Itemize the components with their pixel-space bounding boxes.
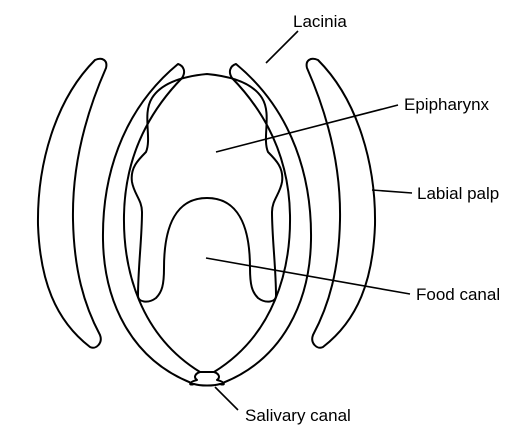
salivary-canal-leader	[215, 387, 238, 410]
lacinia-leader	[266, 31, 298, 63]
label-food-canal: Food canal	[416, 285, 500, 304]
label-labial-palp: Labial palp	[417, 184, 499, 203]
label-lacinia: Lacinia	[293, 12, 347, 31]
right-lacinia	[214, 64, 311, 385]
label-salivary-canal: Salivary canal	[245, 406, 351, 425]
left-lacinia	[103, 64, 200, 385]
left-labial-palp	[38, 59, 106, 348]
label-epipharynx: Epipharynx	[404, 95, 490, 114]
food-canal-leader	[206, 258, 410, 294]
right-labial-palp	[307, 59, 375, 348]
labial-palp-leader	[372, 190, 412, 193]
epipharynx-leader	[216, 105, 398, 152]
